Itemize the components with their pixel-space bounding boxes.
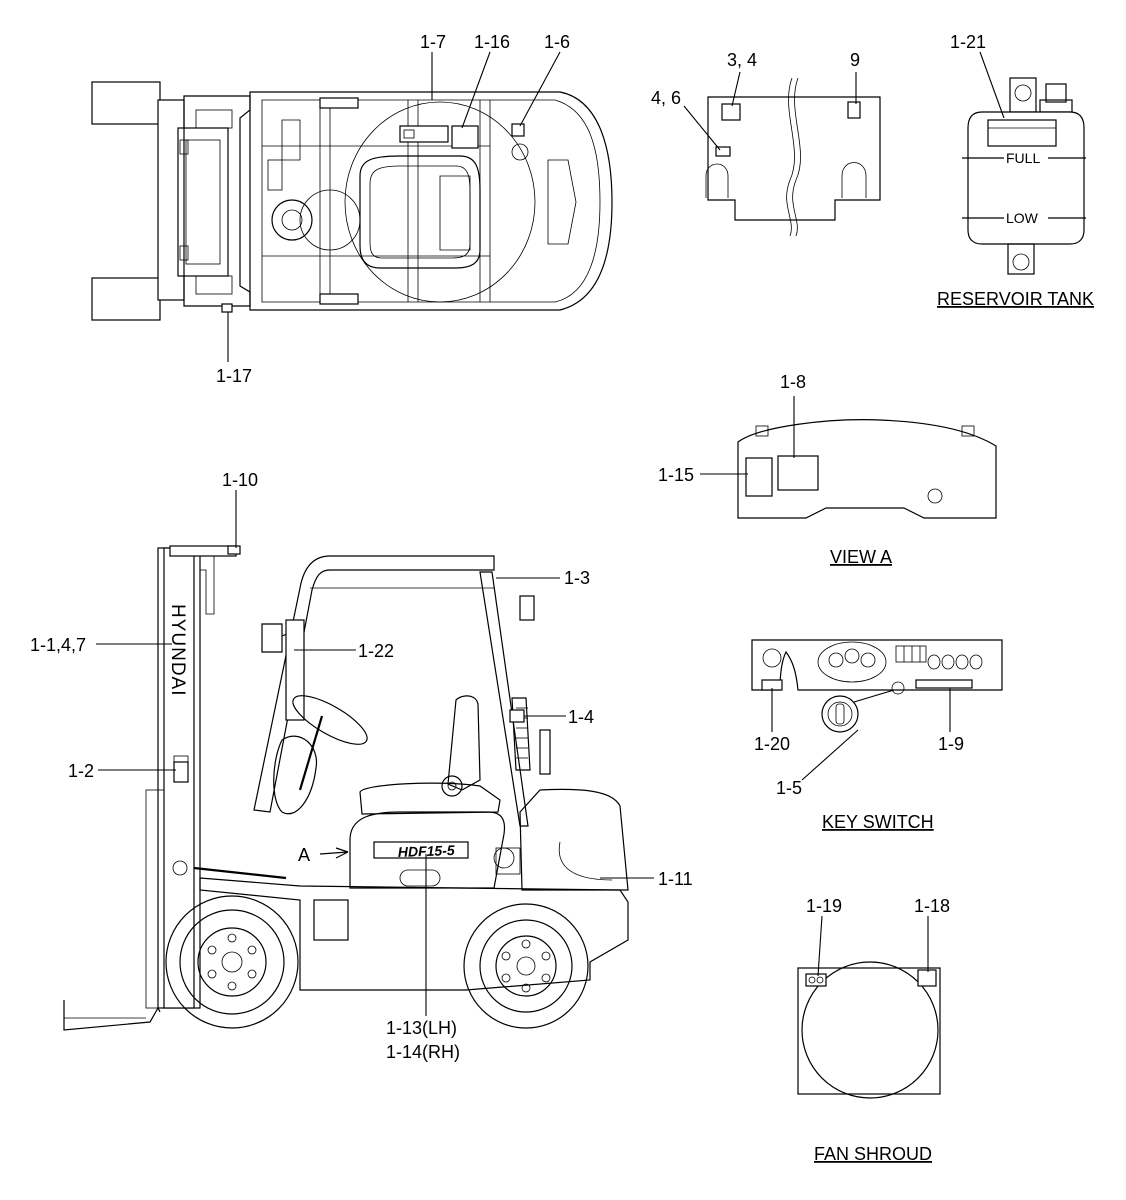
model-decal-text: HDF15-5 [398, 842, 456, 860]
tank-full-mark: FULL [1006, 150, 1040, 166]
callout-1-9: 1-9 [938, 734, 964, 754]
callout-1-7: 1-7 [420, 32, 446, 52]
callout-1-19: 1-19 [806, 896, 842, 916]
callout-1-3: 1-3 [564, 568, 590, 588]
title-key-switch: KEY SWITCH [822, 812, 934, 832]
mast-brand-text: HYUNDAI [167, 604, 188, 697]
callout-1-10: 1-10 [222, 470, 258, 490]
fan-shroud-callouts: 1-19 1-18 FAN SHROUD [806, 896, 950, 1164]
title-view-a: VIEW A [830, 547, 892, 567]
callout-9: 9 [850, 50, 860, 70]
key-switch-callouts: 1-20 1-9 1-5 KEY SWITCH [754, 688, 964, 832]
floor-plate-callouts: 3, 4 9 4, 6 [651, 50, 860, 151]
side-view-callouts: 1-10 1-3 1-1,4,7 1-22 1-4 1-2 A 1-11 1-1… [30, 470, 693, 1062]
callout-1-14-rh: 1-14(RH) [386, 1042, 460, 1062]
floor-plate-drawing [705, 77, 881, 237]
callout-1-11: 1-11 [658, 869, 693, 889]
side-view-texts: HYUNDAI HDF15-5 [167, 604, 455, 860]
view-a-drawing [737, 419, 997, 519]
top-view-callouts: 1-7 1-16 1-6 1-17 [216, 32, 570, 386]
callout-1-20: 1-20 [754, 734, 790, 754]
callout-4-6: 4, 6 [651, 88, 681, 108]
reservoir-tank-drawing [962, 77, 1086, 275]
callout-1-21: 1-21 [950, 32, 986, 52]
callout-1-8: 1-8 [780, 372, 806, 392]
callout-1-4: 1-4 [568, 707, 594, 727]
callout-a: A [298, 845, 310, 865]
callout-3-4: 3, 4 [727, 50, 757, 70]
callout-1-2: 1-2 [68, 761, 94, 781]
callout-1-15: 1-15 [658, 465, 694, 485]
callout-1-1-4-7: 1-1,4,7 [30, 635, 86, 655]
top-view-drawing [91, 81, 613, 321]
callout-1-18: 1-18 [914, 896, 950, 916]
title-reservoir-tank: RESERVOIR TANK [937, 289, 1094, 309]
callout-1-22: 1-22 [358, 641, 394, 661]
callout-1-17: 1-17 [216, 366, 252, 386]
reservoir-tank-labels: FULL LOW 1-21 RESERVOIR TANK [937, 32, 1094, 309]
title-fan-shroud: FAN SHROUD [814, 1144, 932, 1164]
callout-1-13-lh: 1-13(LH) [386, 1018, 457, 1038]
side-view-drawing [63, 545, 629, 1031]
callout-1-6: 1-6 [544, 32, 570, 52]
tank-low-mark: LOW [1006, 210, 1039, 226]
key-switch-drawing [751, 639, 1003, 733]
callout-1-16: 1-16 [474, 32, 510, 52]
fan-shroud-drawing [797, 961, 941, 1099]
view-a-callouts: 1-8 1-15 VIEW A [658, 372, 892, 567]
callout-1-5: 1-5 [776, 778, 802, 798]
